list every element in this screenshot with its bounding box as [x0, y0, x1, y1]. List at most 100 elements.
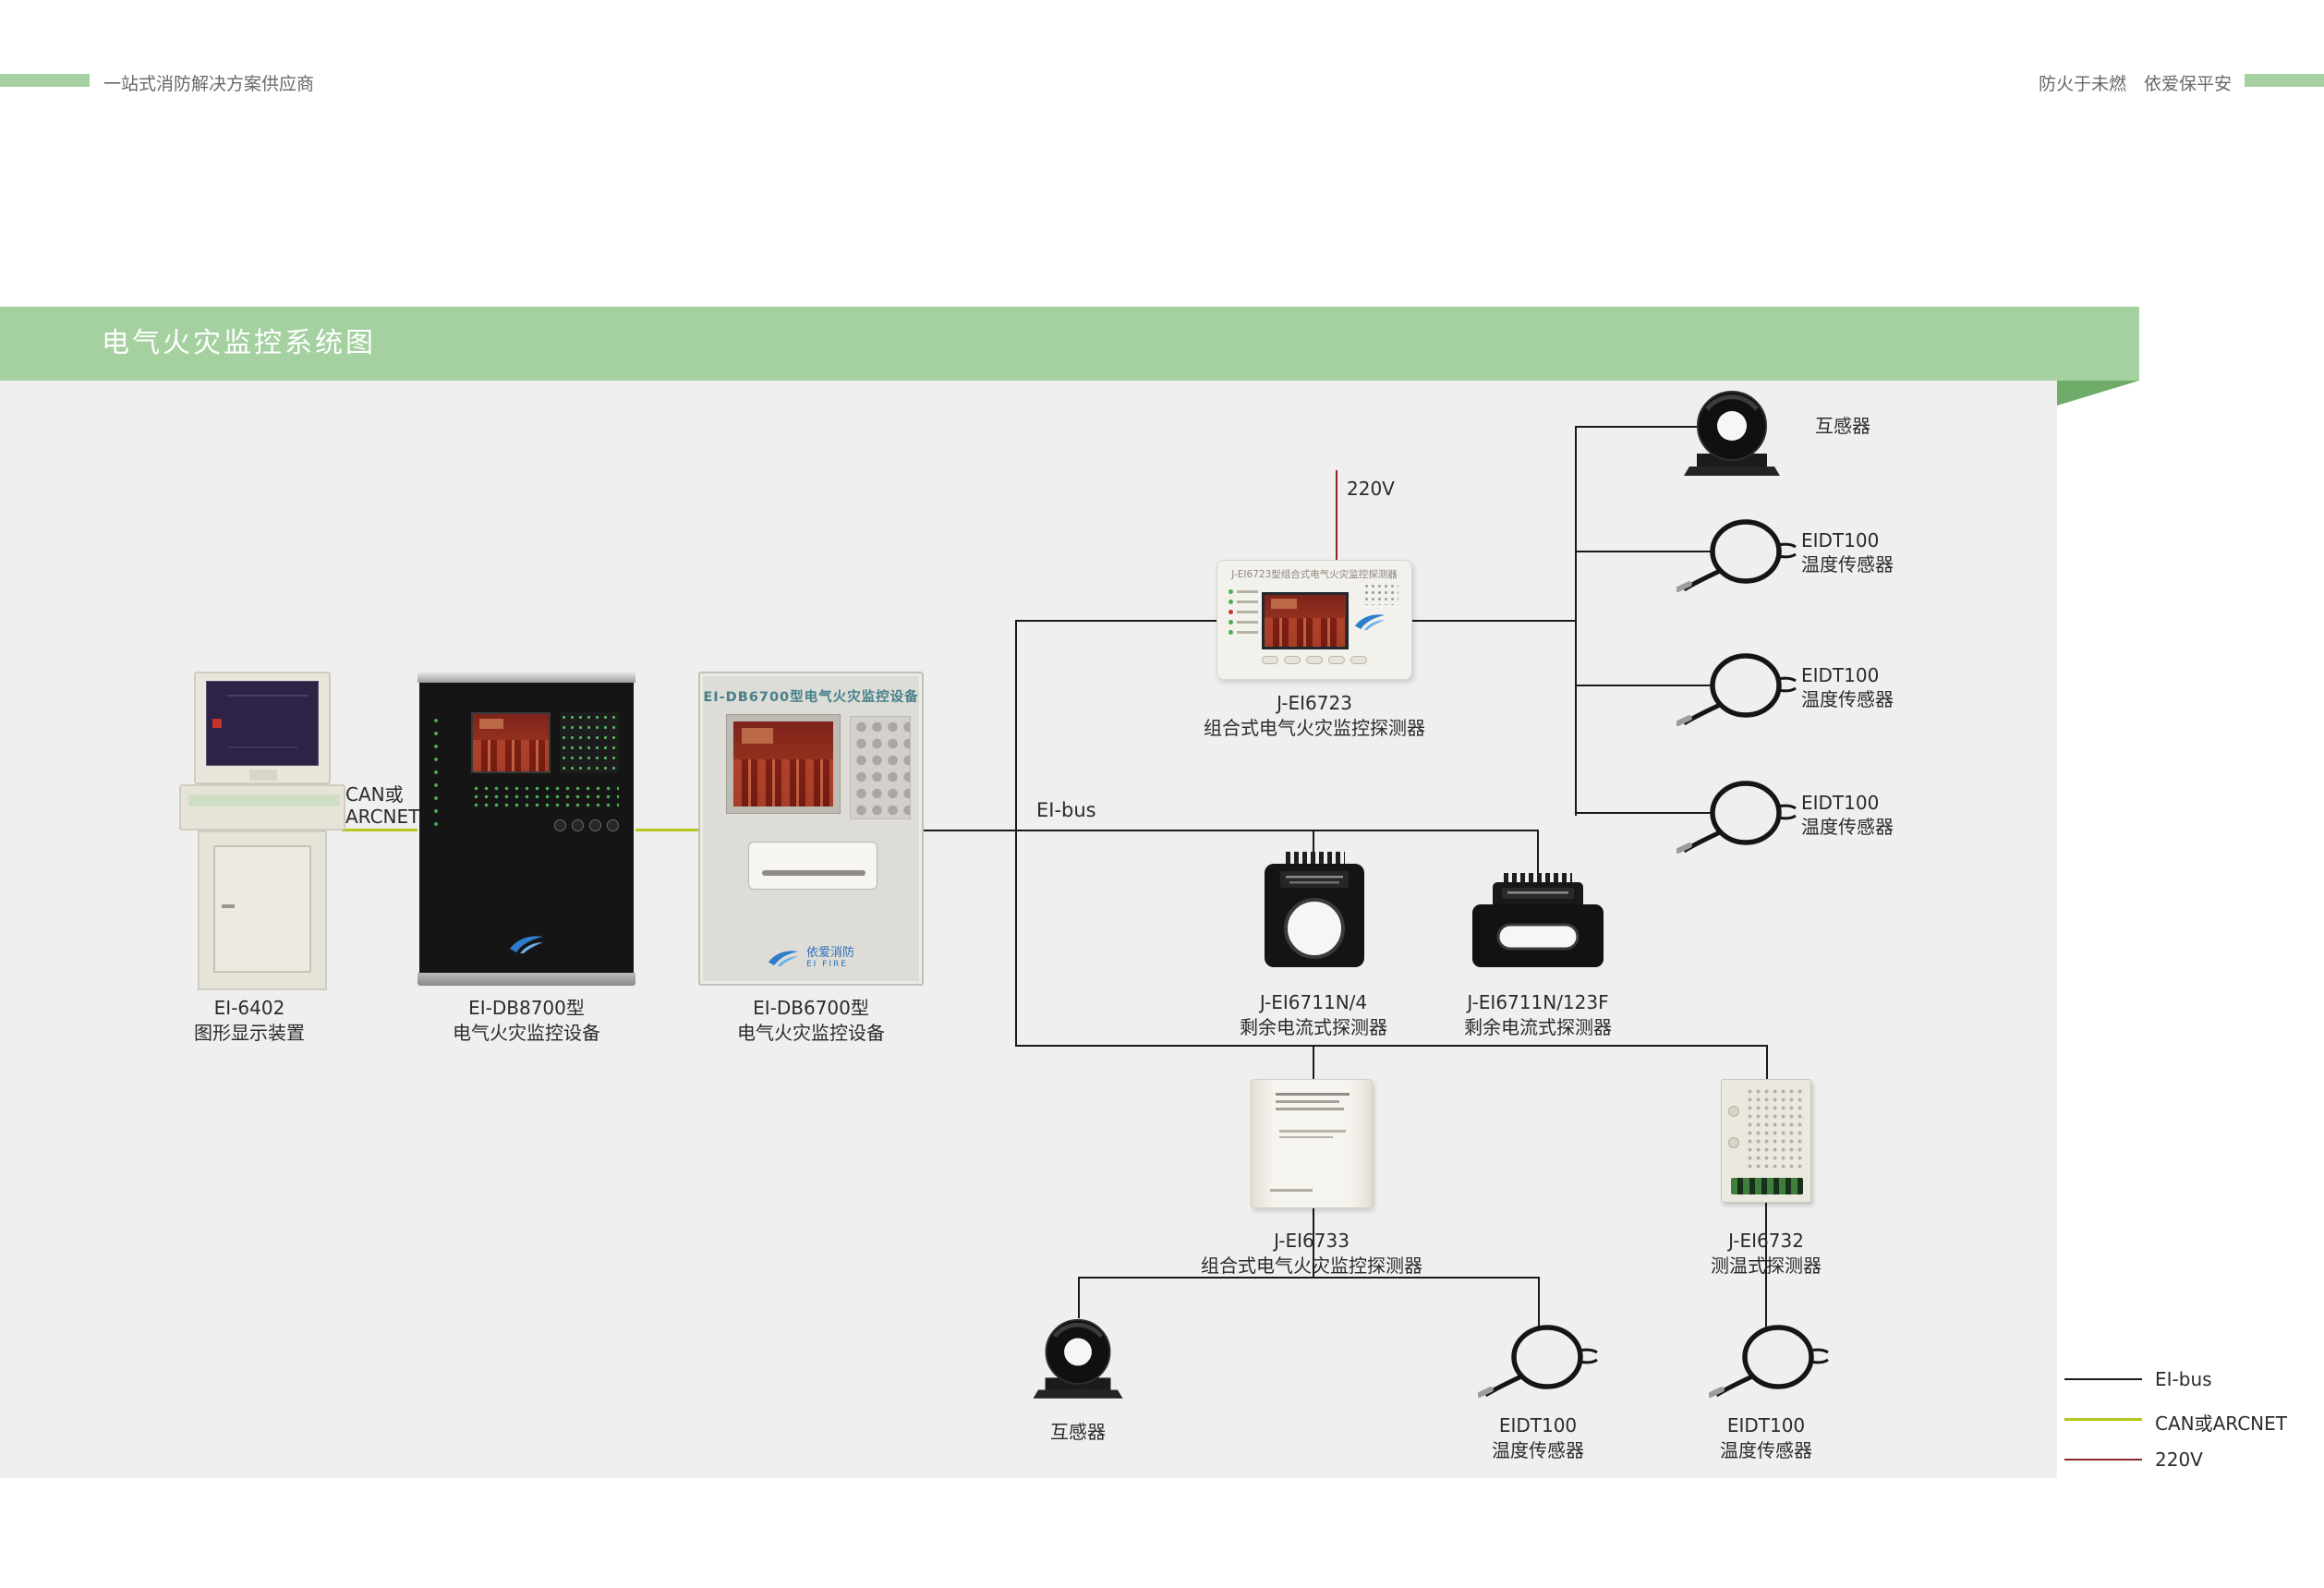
- device-eidt100-graphic: [1675, 644, 1797, 729]
- logo-area: [419, 934, 634, 954]
- label-eibus: EI-bus: [1036, 799, 1096, 821]
- label-can-arcnet: CAN或 ARCNET: [345, 783, 420, 828]
- temperature-sensor-icon: [1675, 519, 1797, 593]
- eibus-line: [1766, 1045, 1768, 1082]
- printer-slot: [762, 870, 865, 876]
- device-ei6711n4-graphic: [1262, 851, 1367, 971]
- label-db8700: EI-DB8700型 电气火灾监控设备: [453, 997, 600, 1044]
- speaker-grille: [1363, 583, 1398, 605]
- power-line-220v: [1336, 470, 1338, 560]
- cabinet-bottom-cap: [418, 973, 635, 986]
- label-220v: 220V: [1347, 478, 1395, 500]
- device-ei6402-graphic: [179, 672, 345, 990]
- logo-area: [1354, 612, 1386, 635]
- keyboard: [188, 794, 340, 806]
- panel-screen-bezel: [1262, 592, 1349, 649]
- device-eidt100-graphic: [1707, 1315, 1829, 1400]
- vent-grid: [1746, 1087, 1805, 1169]
- indicator-column: [1229, 587, 1258, 637]
- eibus-line: [1575, 685, 1713, 686]
- can-line-segment: [342, 829, 418, 831]
- header-tagline-left: 一站式消防解决方案供应商: [103, 74, 315, 94]
- eibus-line: [1575, 426, 1577, 816]
- temperature-sensor-icon: [1707, 1325, 1829, 1399]
- header-tagline-right: 防火于未燃 依爱保平安: [2038, 74, 2232, 94]
- device-db6700-graphic: EI-DB6700型电气火灾监控设备 依爱消防 EI FIRE: [698, 672, 924, 986]
- oval-button: [1350, 656, 1367, 664]
- eibus-line: [1078, 1277, 1540, 1279]
- eibus-line: [1313, 830, 1314, 854]
- led-column: [430, 714, 442, 832]
- legend-line-can: [2064, 1418, 2142, 1421]
- screen-bezel: [726, 714, 841, 814]
- device-text-block: [1279, 1130, 1346, 1138]
- device-text-block: [1276, 1093, 1350, 1110]
- label-eidt100-5: EIDT100 温度传感器: [1720, 1414, 1812, 1461]
- indicator-grid: [560, 712, 619, 773]
- door-handle: [222, 904, 235, 908]
- device-ei6732-graphic: [1721, 1079, 1811, 1203]
- cabinet-top-cap: [418, 672, 635, 683]
- label-transformer-top: 互感器: [1815, 415, 1870, 437]
- label-eidt100-1: EIDT100 温度传感器: [1801, 529, 1894, 576]
- header-accent-right: [2245, 74, 2324, 87]
- cabinet-body: [419, 683, 634, 973]
- legend-line-eibus: [2064, 1378, 2142, 1380]
- temperature-sensor-icon: [1675, 653, 1797, 727]
- round-button: [572, 819, 584, 831]
- led-rows: [471, 784, 619, 808]
- eifire-logo: [1354, 614, 1386, 630]
- keyboard-tray: [179, 784, 345, 830]
- eibus-line: [1015, 1045, 1768, 1047]
- eibus-line: [1575, 426, 1700, 428]
- round-button: [589, 819, 601, 831]
- eifire-logo: [768, 951, 799, 966]
- label-transformer-bottom: 互感器: [1050, 1421, 1106, 1443]
- eibus-line: [1078, 1277, 1080, 1318]
- header-accent-left: [0, 74, 90, 87]
- oval-button: [1328, 656, 1345, 664]
- button-row: [554, 819, 619, 831]
- logo-area: 依爱消防 EI FIRE: [700, 947, 922, 969]
- round-button: [607, 819, 619, 831]
- device-ei6733-graphic: [1251, 1079, 1373, 1208]
- residual-current-detector-icon: [1472, 873, 1604, 967]
- device-eidt100-graphic: [1675, 771, 1797, 856]
- round-button: [554, 819, 566, 831]
- eibus-line: [1313, 1045, 1314, 1082]
- device-eidt100-graphic: [1476, 1315, 1598, 1400]
- monitor-screen: [206, 681, 319, 766]
- label-ei6711n123f: J-EI6711N/123F 剩余电流式探测器: [1464, 991, 1612, 1038]
- label-ei6732: J-EI6732 测温式探测器: [1711, 1230, 1822, 1277]
- pedestal: [198, 830, 327, 990]
- legend-label-can: CAN或ARCNET: [2155, 1412, 2287, 1435]
- label-ei6402: EI-6402 图形显示装置: [194, 997, 305, 1044]
- panel-title: EI-DB6700型电气火灾监控设备: [703, 690, 919, 705]
- mount-hole: [1728, 1137, 1739, 1148]
- eibus-line: [1765, 1203, 1767, 1330]
- current-transformer-icon: [1033, 1318, 1123, 1399]
- device-transformer-top-graphic: [1676, 385, 1787, 478]
- terminal-strip: [1731, 1178, 1803, 1194]
- temperature-sensor-icon: [1675, 781, 1797, 855]
- legend: EI-bus CAN或ARCNET 220V: [2064, 1358, 2324, 1478]
- label-eidt100-2: EIDT100 温度传感器: [1801, 664, 1894, 710]
- device-ei6711n123f-graphic: [1471, 873, 1605, 971]
- eibus-line: [1575, 812, 1713, 814]
- eibus-line: [1575, 551, 1713, 552]
- logo-text: 依爱消防 EI FIRE: [805, 946, 854, 970]
- pedestal-door: [213, 845, 311, 973]
- keypad: [850, 716, 911, 819]
- printer: [748, 842, 878, 890]
- eibus-line: [1412, 620, 1575, 622]
- mount-hole: [1728, 1106, 1739, 1117]
- eibus-line: [1015, 620, 1216, 622]
- eibus-line: [1537, 830, 1539, 876]
- device-eidt100-graphic: [1675, 510, 1797, 595]
- label-ei6711n4: J-EI6711N/4 剩余电流式探测器: [1240, 991, 1387, 1038]
- label-db6700: EI-DB6700型 电气火灾监控设备: [737, 997, 885, 1044]
- panel-screen: [471, 712, 551, 773]
- banner-fold-triangle: [2057, 381, 2139, 406]
- legend-label-220v: 220V: [2155, 1449, 2203, 1471]
- eibus-line: [1015, 620, 1017, 1047]
